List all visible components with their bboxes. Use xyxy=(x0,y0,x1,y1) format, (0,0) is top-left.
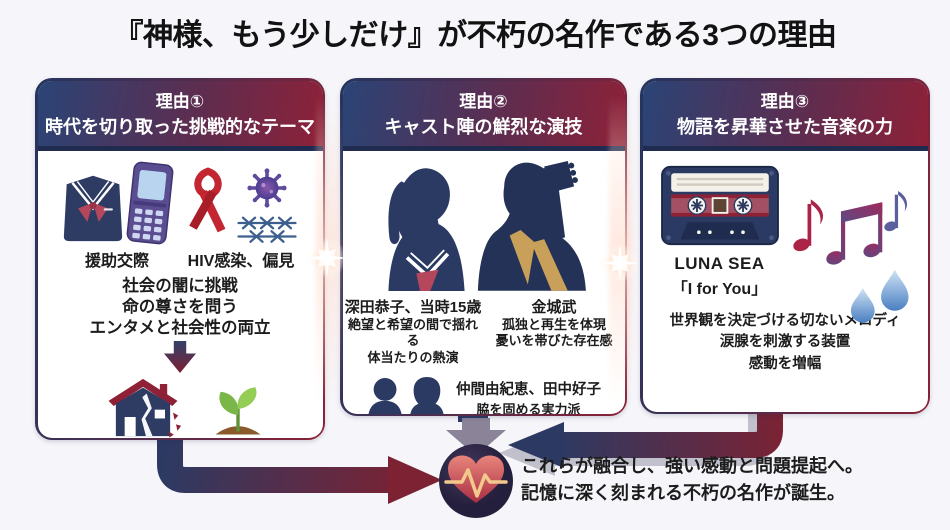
conclusion-text: これらが融合し、強い感動と問題提起へ。 記憶に深く刻まれる不朽の名作が誕生。 xyxy=(521,453,863,507)
family-icons-row xyxy=(38,373,323,438)
sparkle-icon xyxy=(601,244,639,282)
label-hiv-prejudice: HIV感染、偏見 xyxy=(187,252,295,270)
broken-house-icon xyxy=(108,378,182,438)
label-enjo-kousai: 援助交際 xyxy=(84,252,149,270)
page-title: 『神様、もう少しだけ』が不朽の名作である3つの理由 xyxy=(113,19,837,52)
cassette-tape-icon xyxy=(660,165,779,245)
reason-2-theme: キャスト陣の鮮烈な演技 xyxy=(384,116,583,137)
music-icons-row: LUNA SEA 「I for You」 xyxy=(643,151,928,323)
reason-3-theme: 物語を昇華させた音楽の力 xyxy=(677,116,893,137)
theme-description: 社会の闇に挑戦 命の尊さを問う エンタメと社会性の両立 xyxy=(38,276,323,339)
schoolgirl-silhouette-icon xyxy=(387,167,465,291)
supporting-cast-names: 仲間由紀恵、田中好子 xyxy=(456,382,601,399)
actor-kaneshiro-line: 孤独と再生を体現 xyxy=(501,316,606,332)
music-line: 涙腺を刺激する装置 xyxy=(719,334,851,351)
conclusion-line-1: これらが融合し、強い感動と問題提起へ。 xyxy=(521,456,863,476)
card-reason-2: 理由② キャスト陣の鮮烈な演技 xyxy=(340,78,627,416)
conclusion-line-2: 記憶に深く刻まれる不朽の名作が誕生。 xyxy=(521,483,845,503)
theme-line: 社会の闇に挑戦 xyxy=(122,276,238,295)
actor-kaneshiro: 金城武 孤独と再生を体現 憂いを帯びた存在感 xyxy=(484,296,625,368)
actor-kaneshiro-line: 憂いを帯びた存在感 xyxy=(495,333,613,349)
card-reason-1: 理由① 時代を切り取った挑戦的なテーマ xyxy=(35,78,325,440)
music-line: 世界観を決定づける切ないメロディ xyxy=(669,312,901,329)
reason-1-number: 理由① xyxy=(155,91,205,111)
supporting-cast: 仲間由紀恵、田中好子 脇を固める実力派 xyxy=(343,375,625,414)
red-ribbon-icon xyxy=(189,166,226,232)
virus-icon xyxy=(247,167,287,208)
arrow-from-card3 xyxy=(508,406,783,468)
theme-line: 命の尊さを問う xyxy=(122,297,238,316)
enjo-kousai-group: 援助交際 xyxy=(61,160,174,271)
card-reason-3-body: 理由③ 物語を昇華させた音楽の力 xyxy=(642,80,928,412)
card-reason-3: 理由③ 物語を昇華させた音楽の力 xyxy=(640,78,930,414)
theme-icons-row: 援助交際 xyxy=(38,160,323,271)
reason-3-number: 理由③ xyxy=(760,91,810,111)
actor-fukada: 深田恭子、当時15歳 絶望と希望の間で揺れる 体当たりの熱演 xyxy=(343,296,484,368)
supporting-cast-busts-icon xyxy=(368,377,444,414)
barbed-wire-icon xyxy=(237,216,297,243)
down-arrow-icon xyxy=(164,340,196,373)
music-notes-icon xyxy=(792,190,907,265)
flip-phone-icon xyxy=(126,161,174,244)
teardrops-icon xyxy=(850,269,909,323)
man-with-guitar-silhouette-icon xyxy=(477,160,586,291)
sparkle-icon xyxy=(307,238,347,278)
actor-fukada-name: 深田恭子、当時15歳 xyxy=(344,298,482,316)
lead-cast-text: 深田恭子、当時15歳 絶望と希望の間で揺れる 体当たりの熱演 金城武 孤独と再生… xyxy=(343,296,625,368)
card-reason-2-header: 理由② キャスト陣の鮮烈な演技 xyxy=(342,80,625,151)
card-reason-2-body: 理由② キャスト陣の鮮烈な演技 xyxy=(342,80,625,414)
reason-1-theme: 時代を切り取った挑戦的なテーマ xyxy=(45,116,315,137)
reason-2-number: 理由② xyxy=(459,91,508,111)
sprout-icon xyxy=(215,387,261,435)
actor-kaneshiro-name: 金城武 xyxy=(531,298,577,316)
theme-line: エンタメと社会性の両立 xyxy=(89,318,271,337)
band-name: LUNA SEA xyxy=(674,253,765,273)
music-line: 感動を増幅 xyxy=(748,356,822,372)
arrow-from-card1 xyxy=(157,428,442,504)
actor-fukada-line: 絶望と希望の間で揺れる xyxy=(347,316,478,349)
cassette-block: LUNA SEA 「I for You」 xyxy=(659,165,781,299)
card-reason-1-header: 理由① 時代を切り取った挑戦的なテーマ xyxy=(37,80,323,151)
music-description: 世界観を決定づける切ないメロディ 涙腺を刺激する装置 感動を増幅 xyxy=(643,311,928,376)
hiv-prejudice-group: HIV感染、偏見 xyxy=(183,160,299,271)
supporting-cast-line: 脇を固める実力派 xyxy=(476,402,581,414)
card-reason-1-body: 理由① 時代を切り取った挑戦的なテーマ xyxy=(37,80,323,438)
sailor-uniform-icon xyxy=(63,175,123,241)
card-reason-3-header: 理由③ 物語を昇華させた音楽の力 xyxy=(642,80,928,151)
notes-block xyxy=(786,165,916,323)
lead-cast-silhouettes xyxy=(343,159,625,291)
actor-fukada-line: 体当たりの熱演 xyxy=(367,350,459,366)
supporting-cast-text: 仲間由紀恵、田中好子 脇を固める実力派 xyxy=(456,378,601,413)
song-title: 「I for You」 xyxy=(671,280,768,298)
